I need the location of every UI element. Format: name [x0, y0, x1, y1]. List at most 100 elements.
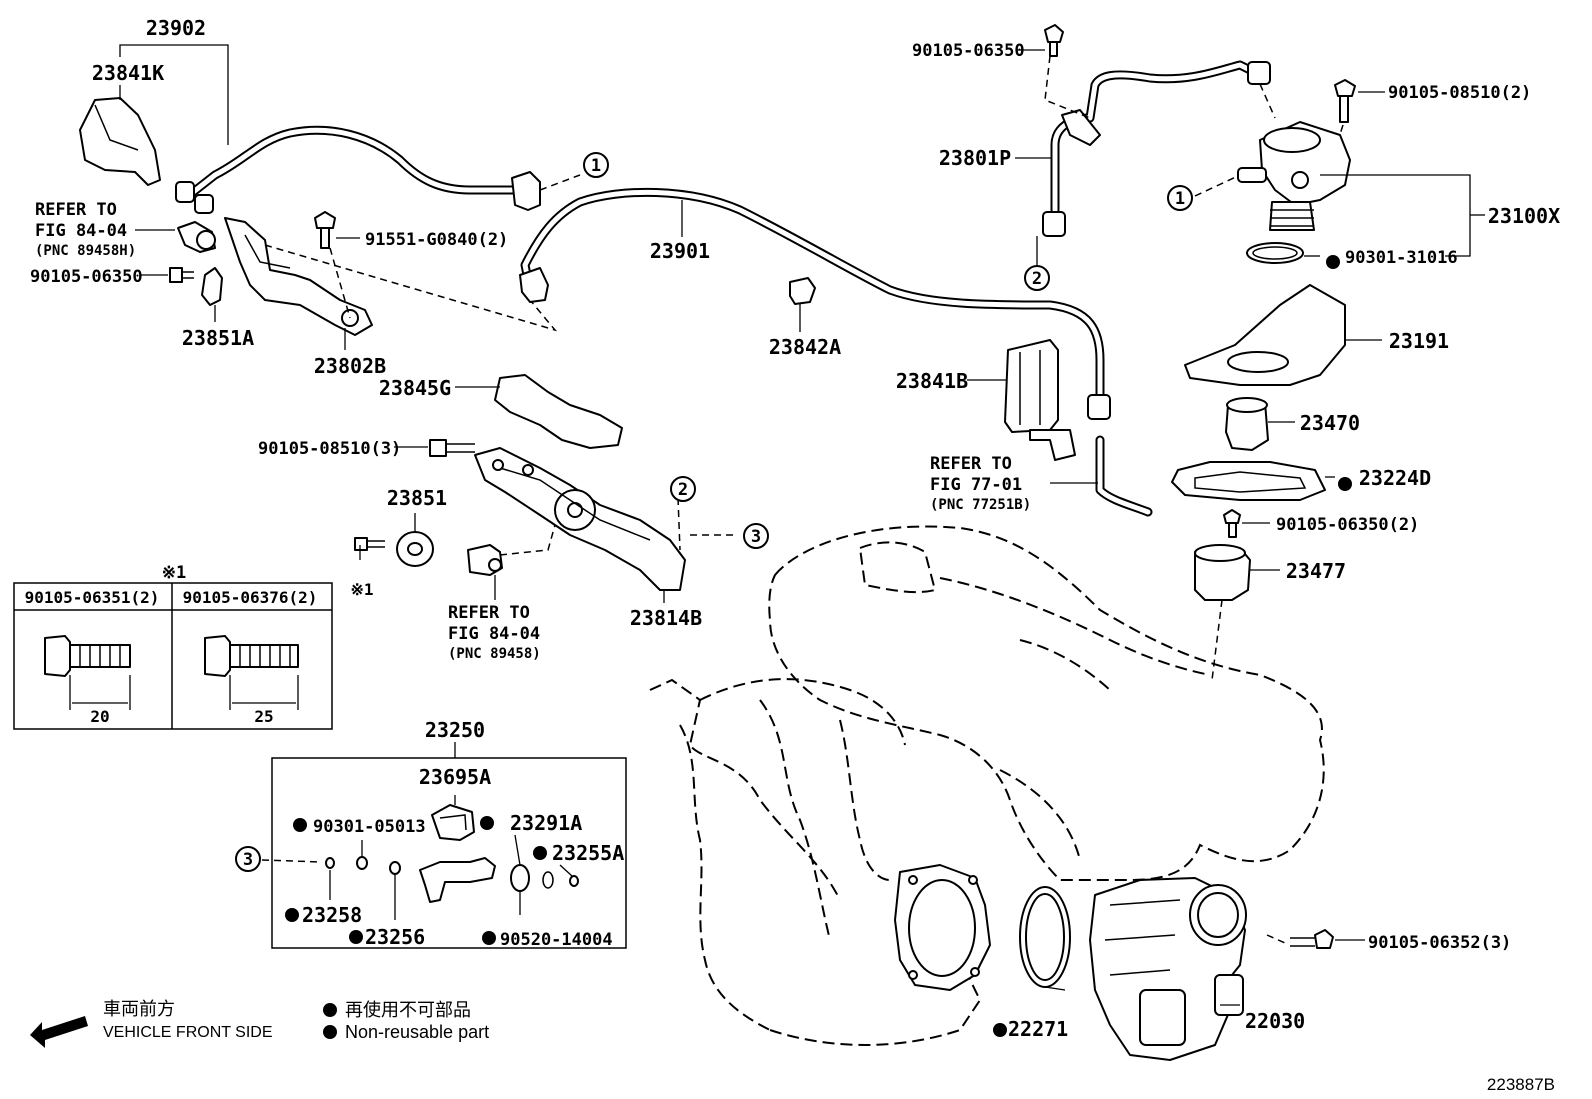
table-col1-len: 20 — [90, 707, 109, 726]
leader-lines — [119, 44, 1485, 1006]
label-23256: 23256 — [365, 925, 425, 949]
protector-23845G — [494, 374, 623, 449]
callout-1-left: 1 — [539, 152, 609, 191]
label-23801P: 23801P — [939, 146, 1011, 170]
legend-front-jp: 車両前方 — [103, 999, 175, 1019]
insulator-23191 — [1184, 284, 1346, 386]
dash-line-sensor — [499, 524, 556, 556]
pump-23100X — [1237, 121, 1351, 231]
injector-kit-box — [271, 742, 627, 949]
legend-front-en: VEHICLE FRONT SIDE — [103, 1024, 273, 1041]
engine-outline — [649, 525, 1325, 1046]
svg-text:3: 3 — [751, 527, 761, 547]
label-90520-14004: 90520-14004 — [500, 930, 613, 950]
label-22271: 22271 — [1008, 1017, 1068, 1041]
label-23845G: 23845G — [379, 376, 451, 400]
svg-text:3: 3 — [243, 850, 253, 870]
label-90105-06350-top: 90105-06350 — [912, 41, 1025, 61]
oring-90301-31016 — [1246, 242, 1304, 264]
dash-line-23802B — [264, 244, 558, 332]
label-22030: 22030 — [1245, 1009, 1305, 1033]
label-23842A: 23842A — [769, 335, 841, 359]
label-23291A: 23291A — [510, 811, 582, 835]
nonreuse-dot-icon-2 — [323, 1025, 337, 1039]
label-23851: 23851 — [387, 486, 447, 510]
label-23901: 23901 — [650, 239, 710, 263]
label-23224D: 23224D — [1359, 466, 1431, 490]
bolt-90105-08510-right — [1334, 79, 1356, 123]
table-marker: ※1 — [162, 563, 186, 583]
label-90105-08510-2: 90105-08510(2) — [1388, 83, 1531, 103]
protector-23841K — [79, 97, 161, 186]
label-23258: 23258 — [302, 903, 362, 927]
fuel-pipe-23801P — [1042, 60, 1271, 237]
svg-text:1: 1 — [1175, 189, 1185, 209]
lifter-23470 — [1225, 397, 1269, 451]
label-23695A: 23695A — [419, 765, 491, 789]
sensor-ref-89458 — [467, 544, 503, 576]
label-23100X: 23100X — [1488, 204, 1560, 228]
svg-text:(PNC 77251B): (PNC 77251B) — [930, 497, 1031, 513]
delivery-pipe-23814B — [474, 447, 686, 591]
callout-3-injector: 3 — [235, 846, 323, 872]
callout-2-top: 2 — [1024, 265, 1050, 291]
front-arrow-icon — [30, 1016, 88, 1048]
callout-3-mid: 3 — [743, 523, 769, 549]
svg-text:1: 1 — [591, 156, 601, 176]
dash-line-throttle-bolt — [1266, 934, 1286, 944]
table-col1-part: 90105-06351(2) — [25, 588, 160, 607]
label-90301-05013: 90301-05013 — [313, 817, 426, 837]
fuel-pipe-23902 — [175, 125, 541, 214]
dash-line-callout2 — [677, 497, 681, 551]
table-col2-len: 25 — [254, 707, 273, 726]
label-91551-G0840: 91551-G0840(2) — [365, 230, 508, 250]
bolt-length-table: ※1 90105-06351(2) 90105-06376(2) 20 25 ※… — [13, 563, 374, 730]
bolt-90105-08510-left — [429, 439, 475, 457]
hose-ref-77-01 — [1095, 435, 1153, 517]
dash-line-pump-bolt — [1044, 55, 1091, 119]
callout-1-right: 1 — [1167, 185, 1193, 211]
housing-23477 — [1194, 544, 1251, 601]
gasket-23224D — [1171, 461, 1326, 501]
label-90105-08510-3: 90105-08510(3) — [258, 439, 401, 459]
svg-text:REFER TO: REFER TO — [35, 200, 117, 220]
sensor-ref-84-04 — [177, 221, 216, 253]
damper-23841B — [1004, 339, 1076, 461]
label-23191: 23191 — [1389, 329, 1449, 353]
svg-text:FIG 77-01: FIG 77-01 — [930, 475, 1022, 495]
reference-84-04-mid: REFER TO FIG 84-04 (PNC 89458) — [448, 575, 541, 662]
svg-text:2: 2 — [1032, 269, 1042, 289]
label-23250: 23250 — [425, 718, 485, 742]
clamp-23842A — [789, 277, 816, 305]
bolt-90105-06350-top — [1044, 24, 1064, 57]
label-90105-06352-3: 90105-06352(3) — [1368, 933, 1511, 953]
svg-text:FIG 84-04: FIG 84-04 — [35, 221, 127, 241]
legend-nonreuse-en: Non-reusable part — [345, 1022, 489, 1042]
dash-line-91551 — [329, 247, 351, 319]
label-23841K: 23841K — [92, 61, 164, 85]
small-marker: ※1 — [350, 580, 373, 599]
label-23477: 23477 — [1286, 559, 1346, 583]
bolt-90105-06350-2 — [1223, 509, 1241, 538]
nonreuse-dot-icon — [323, 1003, 337, 1017]
bolt-90105-06352 — [1290, 929, 1334, 949]
dash-line-pump — [1259, 83, 1276, 119]
bracket-23851A — [201, 267, 223, 306]
svg-text:2: 2 — [678, 480, 688, 500]
nonreusable-markers — [285, 255, 1352, 1037]
reference-77-01: REFER TO FIG 77-01 (PNC 77251B) — [930, 454, 1031, 513]
svg-text:(PNC 89458): (PNC 89458) — [448, 646, 541, 662]
legend: 車両前方 VEHICLE FRONT SIDE 再使用不可部品 Non-reus… — [30, 999, 489, 1048]
label-23851A: 23851A — [182, 326, 254, 350]
bolt-91551-G0840 — [314, 211, 336, 249]
legend-nonreuse-jp: 再使用不可部品 — [345, 1000, 471, 1020]
throttle-gasket-22271 — [1019, 886, 1071, 988]
throttle-flange — [894, 864, 991, 991]
svg-text:REFER TO: REFER TO — [448, 603, 530, 623]
bolt-x1-small — [354, 537, 385, 551]
label-23470: 23470 — [1300, 411, 1360, 435]
svg-text:REFER TO: REFER TO — [930, 454, 1012, 474]
fuel-pipe-23901 — [519, 187, 1111, 420]
